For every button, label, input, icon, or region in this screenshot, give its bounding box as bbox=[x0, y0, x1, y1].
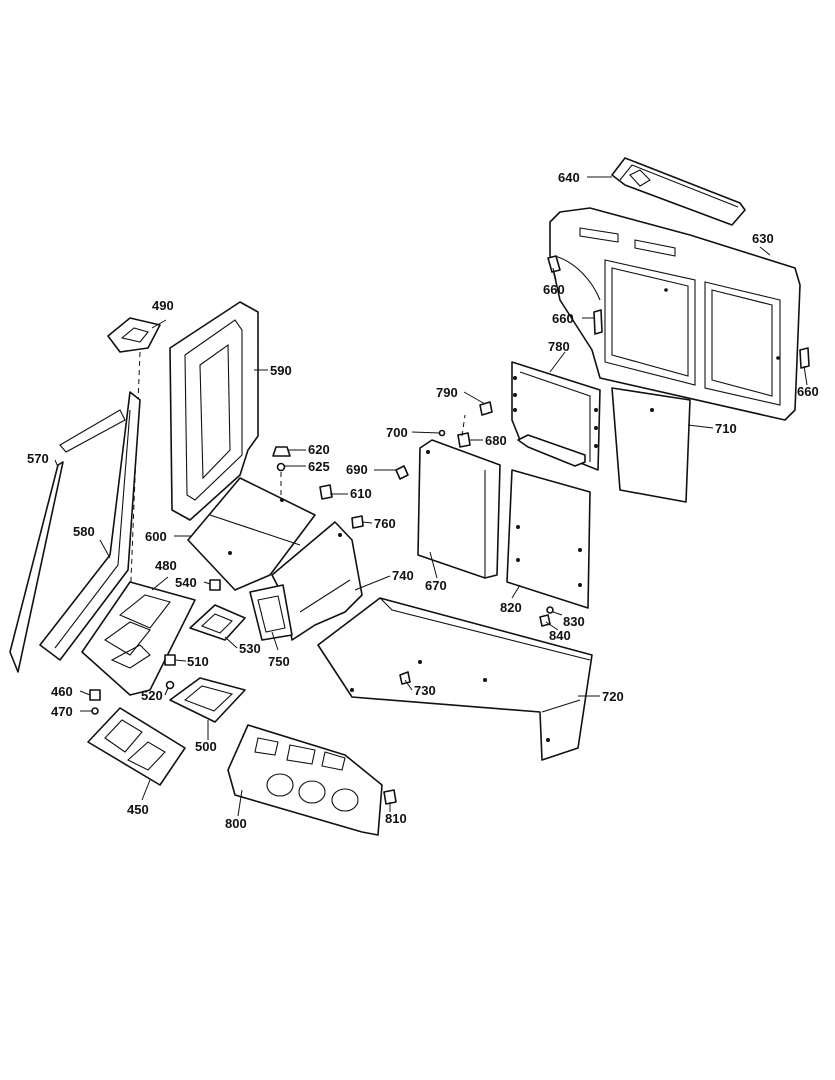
callout-750: 750 bbox=[268, 654, 290, 669]
part-660-clip-c bbox=[799, 347, 810, 369]
callout-710: 710 bbox=[715, 421, 737, 436]
callout-625: 625 bbox=[308, 459, 330, 474]
part-820-side-panel bbox=[506, 469, 591, 609]
part-510-screw bbox=[164, 654, 176, 666]
part-530-bracket-plate bbox=[189, 604, 246, 641]
callout-680: 680 bbox=[485, 433, 507, 448]
part-760-clip bbox=[351, 515, 364, 529]
callout-490: 490 bbox=[152, 298, 174, 313]
callout-660-b: 660 bbox=[552, 311, 574, 326]
part-580-door-side-frame bbox=[39, 391, 141, 661]
part-680-nut bbox=[457, 432, 471, 448]
part-625-washer bbox=[276, 462, 286, 472]
part-730-screw bbox=[399, 671, 411, 685]
callout-780: 780 bbox=[548, 339, 570, 354]
part-660-clip-a bbox=[547, 255, 561, 273]
callout-530: 530 bbox=[239, 641, 261, 656]
part-690-screw bbox=[395, 465, 409, 480]
callout-760: 760 bbox=[374, 516, 396, 531]
callout-500: 500 bbox=[195, 739, 217, 754]
part-700-washer bbox=[438, 429, 446, 437]
callout-690: 690 bbox=[346, 462, 368, 477]
callout-540: 540 bbox=[175, 575, 197, 590]
part-750-vent-frame bbox=[249, 584, 293, 641]
part-490-small-plate bbox=[107, 317, 161, 353]
callout-640: 640 bbox=[558, 170, 580, 185]
callout-660-c: 660 bbox=[797, 384, 819, 399]
part-840-bolt bbox=[539, 614, 551, 627]
callout-480: 480 bbox=[155, 558, 177, 573]
callout-460: 460 bbox=[51, 684, 73, 699]
callout-660-a: 660 bbox=[543, 282, 565, 297]
part-830-washer bbox=[546, 606, 554, 614]
callout-810: 810 bbox=[385, 811, 407, 826]
part-570-trim-strip bbox=[9, 461, 64, 673]
callout-790: 790 bbox=[436, 385, 458, 400]
part-630-rear-wall-panel bbox=[549, 207, 801, 421]
part-470-washer bbox=[91, 707, 99, 715]
part-720-floor-panel bbox=[317, 597, 593, 761]
part-500-vent-plate bbox=[169, 677, 246, 723]
callout-670: 670 bbox=[425, 578, 447, 593]
callout-600: 600 bbox=[145, 529, 167, 544]
part-480-console-plate bbox=[81, 581, 196, 696]
part-610-nut bbox=[319, 484, 333, 500]
part-620-knob bbox=[272, 446, 291, 457]
callout-720: 720 bbox=[602, 689, 624, 704]
part-600-lower-panel bbox=[187, 477, 316, 591]
callout-570: 570 bbox=[27, 451, 49, 466]
callout-800: 800 bbox=[225, 816, 247, 831]
callout-labels: 640 630 660 660 660 780 790 710 700 680 … bbox=[27, 170, 819, 831]
part-790-bolt bbox=[479, 401, 493, 416]
callout-450: 450 bbox=[127, 802, 149, 817]
callout-520: 520 bbox=[141, 688, 163, 703]
callout-730: 730 bbox=[414, 683, 436, 698]
callout-470: 470 bbox=[51, 704, 73, 719]
callout-590: 590 bbox=[270, 363, 292, 378]
part-670-side-panel bbox=[417, 439, 501, 579]
part-640-roof-duct bbox=[611, 157, 746, 226]
part-450-console-cover bbox=[87, 707, 186, 786]
callout-820: 820 bbox=[500, 600, 522, 615]
callout-630: 630 bbox=[752, 231, 774, 246]
callout-610: 610 bbox=[350, 486, 372, 501]
part-460-screw bbox=[89, 689, 101, 701]
callout-830: 830 bbox=[563, 614, 585, 629]
part-590-window-frame bbox=[169, 301, 259, 521]
part-810-screw bbox=[383, 789, 397, 805]
part-660-clip-b bbox=[593, 309, 603, 335]
part-800-instrument-panel bbox=[227, 724, 383, 836]
callout-620: 620 bbox=[308, 442, 330, 457]
part-540-screw bbox=[209, 579, 221, 591]
callout-840: 840 bbox=[549, 628, 571, 643]
part-710-cover-plate bbox=[611, 387, 691, 503]
callout-740: 740 bbox=[392, 568, 414, 583]
part-780-mounting-bracket bbox=[511, 361, 601, 471]
callout-580: 580 bbox=[73, 524, 95, 539]
callout-700: 700 bbox=[386, 425, 408, 440]
part-520-washer bbox=[165, 680, 175, 690]
leader-lines bbox=[54, 176, 808, 817]
callout-510: 510 bbox=[187, 654, 209, 669]
